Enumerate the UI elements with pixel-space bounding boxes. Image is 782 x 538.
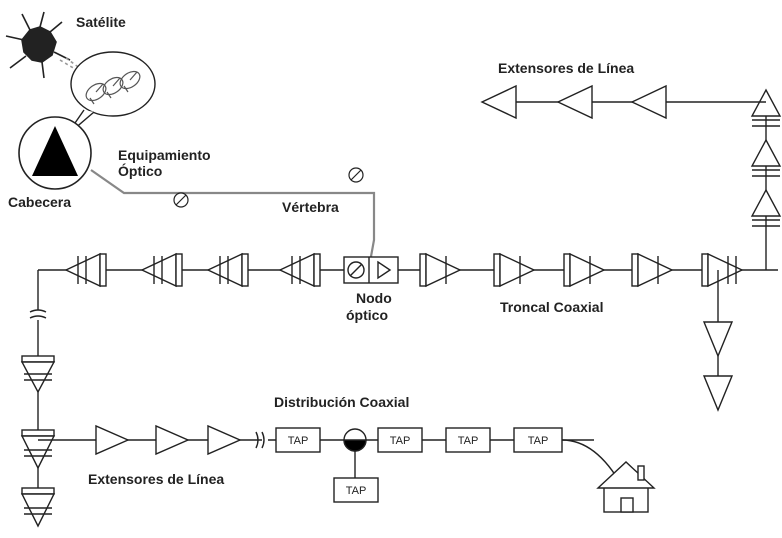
trunk-amplifier-icon	[631, 252, 674, 288]
fiber-line	[90, 169, 376, 263]
line-extenders-top-label: Extensores de Línea	[498, 60, 634, 76]
trunk-amplifier-icon	[701, 252, 744, 288]
optical-node-label-1: Nodo	[356, 290, 392, 306]
trunk-amplifier-icon	[493, 252, 536, 288]
house-icon	[596, 461, 656, 513]
tap-box: TAP	[275, 427, 321, 453]
splitter-icon	[343, 428, 367, 478]
svg-text:TAP: TAP	[390, 435, 411, 447]
trunk-amplifier-icon	[64, 252, 107, 288]
headend-icon	[18, 116, 92, 190]
line-extenders-bottom	[95, 424, 242, 456]
headend-label: Cabecera	[8, 194, 71, 210]
svg-text:TAP: TAP	[288, 435, 309, 447]
optical-node-label-2: óptico	[346, 307, 388, 323]
left-vertical-amplifiers	[20, 355, 56, 528]
coax-trunk-label: Troncal Coaxial	[500, 299, 603, 315]
svg-text:TAP: TAP	[346, 485, 367, 497]
svg-text:TAP: TAP	[528, 435, 549, 447]
trunk-amplifier-icon	[419, 252, 462, 288]
trunk-amplifier-icon	[278, 252, 321, 288]
optical-equipment-label-2: Óptico	[118, 162, 162, 179]
vertical-trunk-right	[750, 88, 782, 270]
optical-equipment-label-1: Equipamiento	[118, 147, 211, 163]
tap-box: TAP	[377, 427, 423, 453]
trunk-amplifier-icon	[563, 252, 606, 288]
optical-node-icon	[343, 256, 399, 284]
tap-box: TAP	[513, 427, 563, 453]
backbone-label: Vértebra	[282, 199, 339, 215]
svg-text:TAP: TAP	[458, 435, 479, 447]
trunk-amplifier-icon	[140, 252, 183, 288]
downward-extenders	[702, 270, 734, 412]
line-extenders-bottom-label: Extensores de Línea	[88, 471, 224, 487]
tap-box: TAP	[333, 477, 379, 503]
satellite-dish-icon	[85, 70, 141, 105]
line-extenders-top	[480, 84, 766, 120]
trunk-amplifier-icon	[206, 252, 249, 288]
fiber-marker-icon	[348, 167, 364, 183]
coax-distribution-label: Distribución Coaxial	[274, 394, 409, 410]
fiber-marker-icon	[173, 192, 189, 208]
satellite-label: Satélite	[76, 14, 126, 30]
tap-box: TAP	[445, 427, 491, 453]
